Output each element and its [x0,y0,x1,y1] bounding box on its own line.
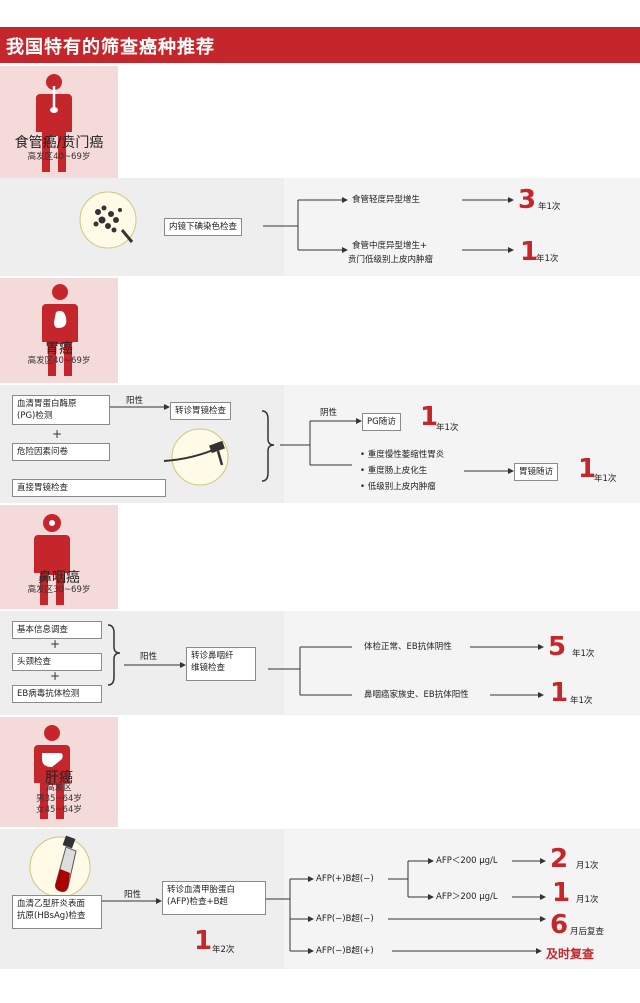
esophagus-connector-lines [0,178,640,276]
liver-age-male: 男35~64岁 [0,794,118,805]
page-title: 我国特有的筛查癌种推荐 [6,33,215,59]
page-header: 我国特有的筛查癌种推荐 [0,27,640,63]
esophagus-name: 食管癌/贲门癌 [0,132,118,152]
liver-flow: 血清乙型肝炎表面 抗原(HBsAg)检查 阳性 转诊血清甲胎蛋白 (AFP)检查… [0,829,640,969]
esophagus-age: 高发区40~69岁 [0,152,118,163]
esophagus-tag: 食管癌/贲门癌 高发区40~69岁 [0,66,118,178]
liver-age-female: 女45~64岁 [0,805,118,816]
stomach-flow: 血清胃蛋白酶原 (PG)检测 + 危险因素问卷 直接胃镜检查 阳性 转诊胃镜检查… [0,385,640,503]
nasopharynx-flow: 基本信息调查 + 头颈检查 + EB病毒抗体检测 阳性 转诊鼻咽纤 维镜检查 体… [0,611,640,715]
stomach-tag: 胃癌 高发区40~69岁 [0,278,118,383]
nasopharynx-connector-lines [0,611,640,715]
nasopharynx-tag: 鼻咽癌 高发区30~69岁 [0,505,118,609]
esophagus-flow: 内镜下碘染色检查 食管轻度异型增生 3 年1次 食管中度异型增生+ 贲门低级别上… [0,178,640,276]
liver-connector-lines [0,829,640,969]
nasopharynx-age: 高发区30~69岁 [0,585,118,596]
stomach-age: 高发区40~69岁 [0,356,118,367]
liver-region: 高发区 [0,783,118,794]
stomach-name: 胃癌 [0,338,118,358]
stomach-connector-lines [0,385,640,503]
nasopharynx-name: 鼻咽癌 [0,567,118,587]
liver-tag: 肝癌 高发区 男35~64岁 女45~64岁 [0,717,118,827]
